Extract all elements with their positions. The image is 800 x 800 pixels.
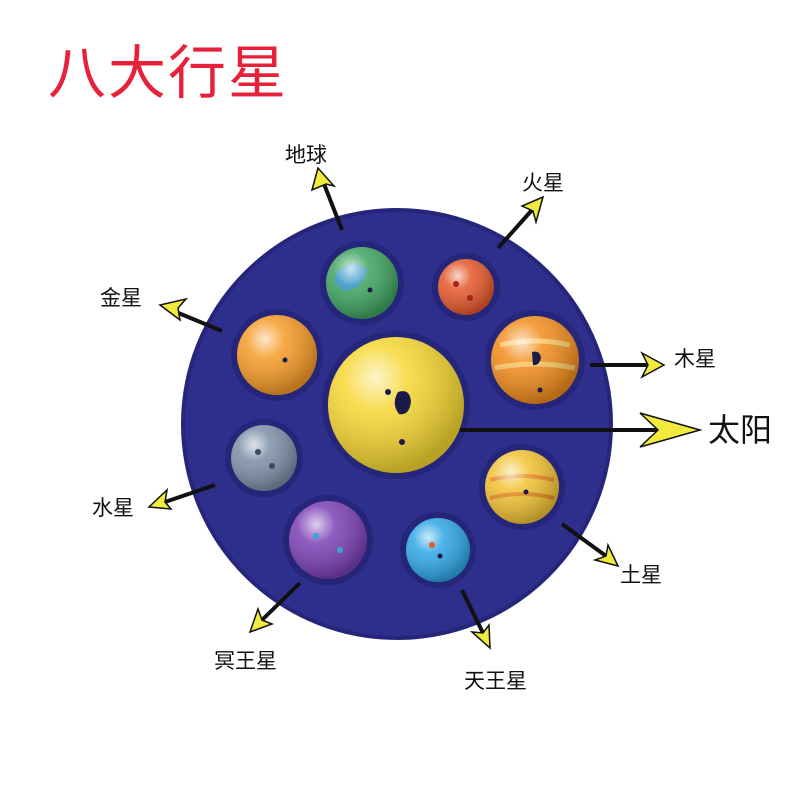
arrow-mars <box>496 195 545 250</box>
planet-uranus[interactable] <box>406 518 470 582</box>
planet-mercury[interactable] <box>231 425 297 491</box>
label-saturn: 土星 <box>620 563 662 587</box>
planet-venus[interactable] <box>237 315 317 395</box>
arrow-venus <box>158 297 223 333</box>
label-pluto: 冥王星 <box>214 649 277 673</box>
label-jupiter: 木星 <box>674 347 716 371</box>
sun-bubble[interactable] <box>328 337 464 473</box>
label-mars: 火星 <box>522 171 564 195</box>
arrow-pluto <box>248 581 302 634</box>
page-title: 八大行星 <box>48 39 289 107</box>
arrow-earth <box>310 166 344 231</box>
arrow-jupiter <box>590 351 666 379</box>
planet-saturn[interactable] <box>485 450 559 524</box>
label-sun: 太阳 <box>708 411 773 449</box>
board-rim <box>181 208 613 640</box>
arrow-saturn <box>560 522 620 568</box>
label-earth: 地球 <box>285 143 327 167</box>
arrow-sun <box>460 412 703 448</box>
label-mercury: 水星 <box>92 496 134 520</box>
planet-mars[interactable] <box>438 259 494 315</box>
label-venus: 金星 <box>100 286 142 310</box>
planet-pluto[interactable] <box>289 501 367 579</box>
arrow-uranus <box>460 589 491 650</box>
planet-jupiter[interactable] <box>491 316 579 404</box>
label-uranus: 天王星 <box>464 669 527 693</box>
arrow-mercury <box>147 483 216 510</box>
planet-earth[interactable] <box>326 247 398 319</box>
